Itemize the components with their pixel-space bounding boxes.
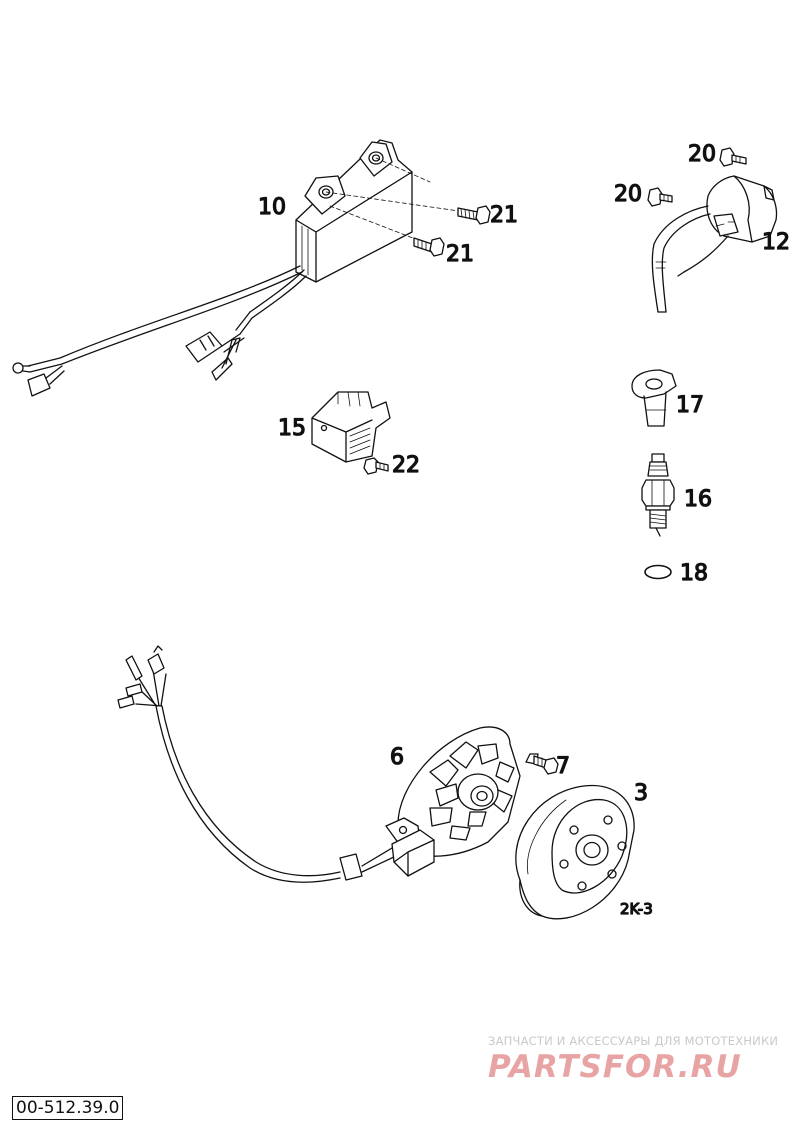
callout-18: 18	[680, 561, 708, 586]
bolt-20-lower-drawing	[647, 187, 673, 207]
watermark-logo-text: PARTSFOR.RU	[488, 1049, 742, 1083]
spark-plug-cap-drawing	[631, 369, 677, 427]
callout-20-upper: 20	[688, 142, 716, 167]
callout-6: 6	[390, 745, 404, 770]
cdi-unit-drawing	[12, 139, 467, 397]
bolt-7-drawing	[525, 753, 559, 775]
bolt-22-drawing	[363, 457, 389, 475]
callout-20-lower: 20	[614, 182, 642, 207]
flywheel-marking: 2K-3	[620, 900, 653, 918]
watermark-logo: PARTSFOR.RU	[488, 1049, 742, 1083]
bolt-21-upper-drawing	[457, 205, 491, 225]
ignition-coil-drawing	[651, 175, 778, 313]
bolt-20-upper-drawing	[719, 147, 747, 167]
document-number: 00-512.39.0	[12, 1096, 124, 1120]
callout-16: 16	[684, 487, 712, 512]
callout-22: 22	[392, 453, 420, 478]
callout-21-lower: 21	[446, 242, 474, 267]
stator-drawing	[117, 645, 521, 883]
callout-21-upper: 21	[490, 203, 518, 228]
watermark-caption: ЗАПЧАСТИ И АКСЕССУАРЫ ДЛЯ МОТОТЕХНИКИ	[488, 1034, 779, 1048]
bolt-21-lower-drawing	[413, 237, 445, 257]
spark-plug-drawing	[641, 453, 675, 537]
callout-7: 7	[556, 754, 570, 779]
voltage-regulator-drawing	[311, 391, 391, 463]
callout-10: 10	[258, 195, 286, 220]
callout-3: 3	[634, 781, 648, 806]
flywheel-drawing	[515, 784, 635, 920]
o-ring-drawing	[644, 564, 672, 580]
callout-12: 12	[762, 230, 790, 255]
callout-15: 15	[278, 416, 306, 441]
callout-17: 17	[676, 393, 704, 418]
